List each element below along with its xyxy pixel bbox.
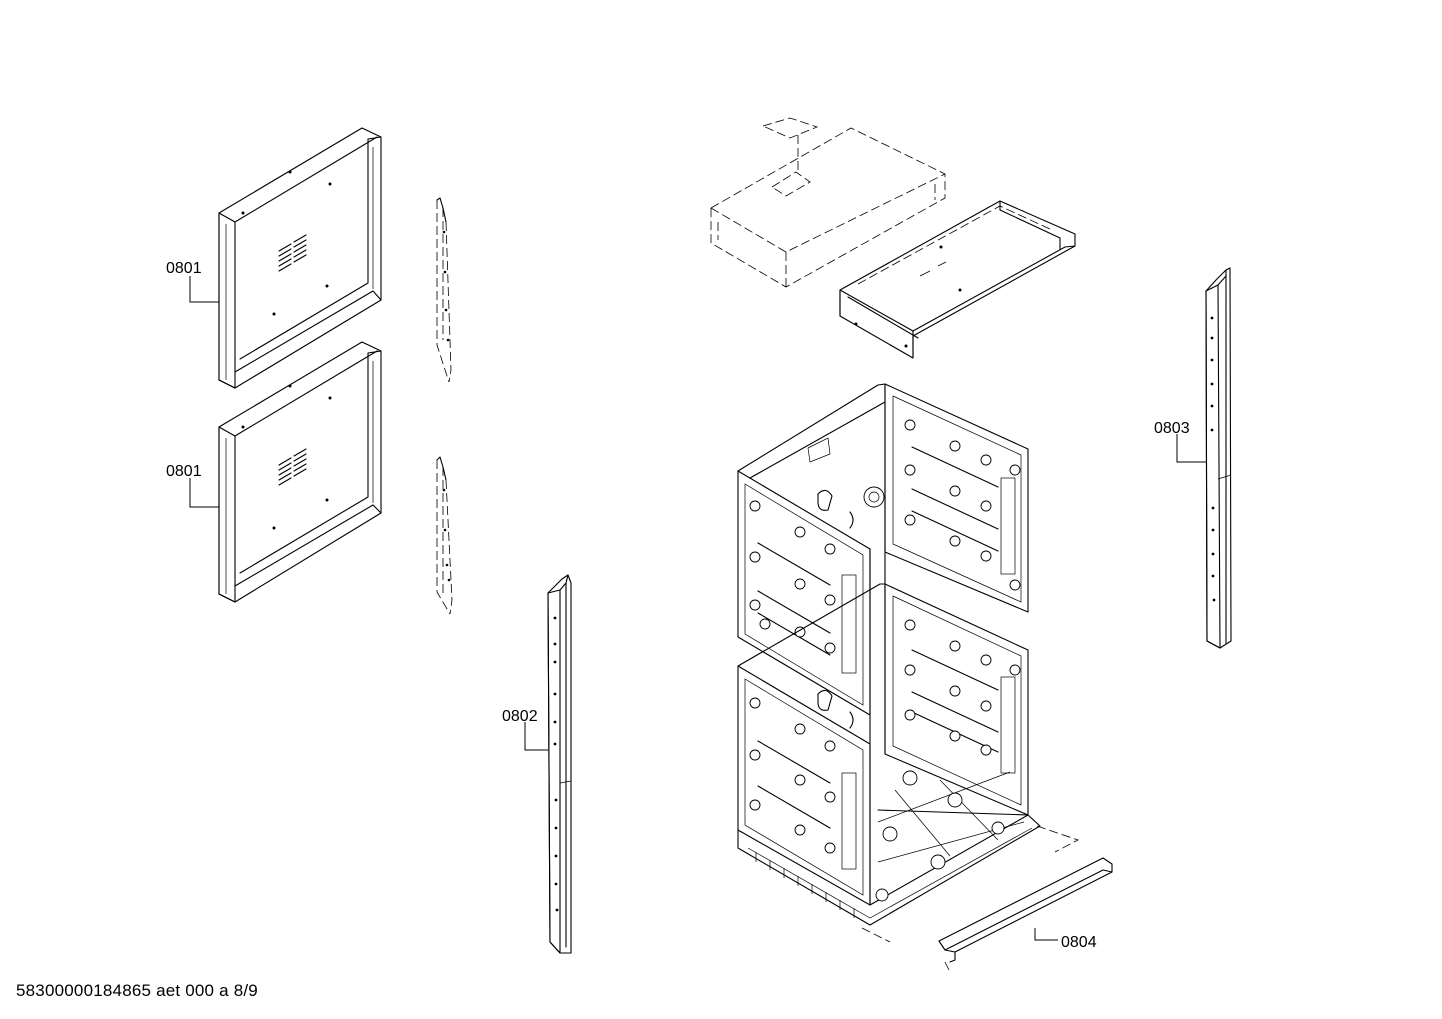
vent-slots-lower bbox=[278, 448, 307, 486]
dashed-bracket-lower bbox=[436, 456, 453, 615]
bottom-strip-0804 bbox=[861, 825, 1113, 971]
vertical-rail-0803 bbox=[1205, 267, 1232, 649]
side-panel-upper bbox=[218, 127, 382, 389]
callout-0803: 0803 bbox=[1154, 420, 1190, 437]
document-code: 58300000184865 aet 000 a 8/9 bbox=[16, 981, 258, 1000]
side-panel-lower bbox=[218, 341, 382, 603]
leader-lines bbox=[189, 276, 1206, 941]
callout-0804: 0804 bbox=[1061, 934, 1097, 951]
dashed-bracket-upper bbox=[436, 197, 452, 383]
callout-0801-lower: 0801 bbox=[166, 463, 202, 480]
vertical-rail-0802 bbox=[547, 574, 572, 954]
vent-slots-upper bbox=[278, 234, 307, 272]
callout-0801-upper: 0801 bbox=[166, 260, 202, 277]
top-cover-dashed bbox=[710, 117, 946, 288]
callout-0802: 0802 bbox=[502, 708, 538, 725]
oven-main-frame bbox=[737, 383, 1041, 926]
top-tray bbox=[839, 200, 1076, 359]
